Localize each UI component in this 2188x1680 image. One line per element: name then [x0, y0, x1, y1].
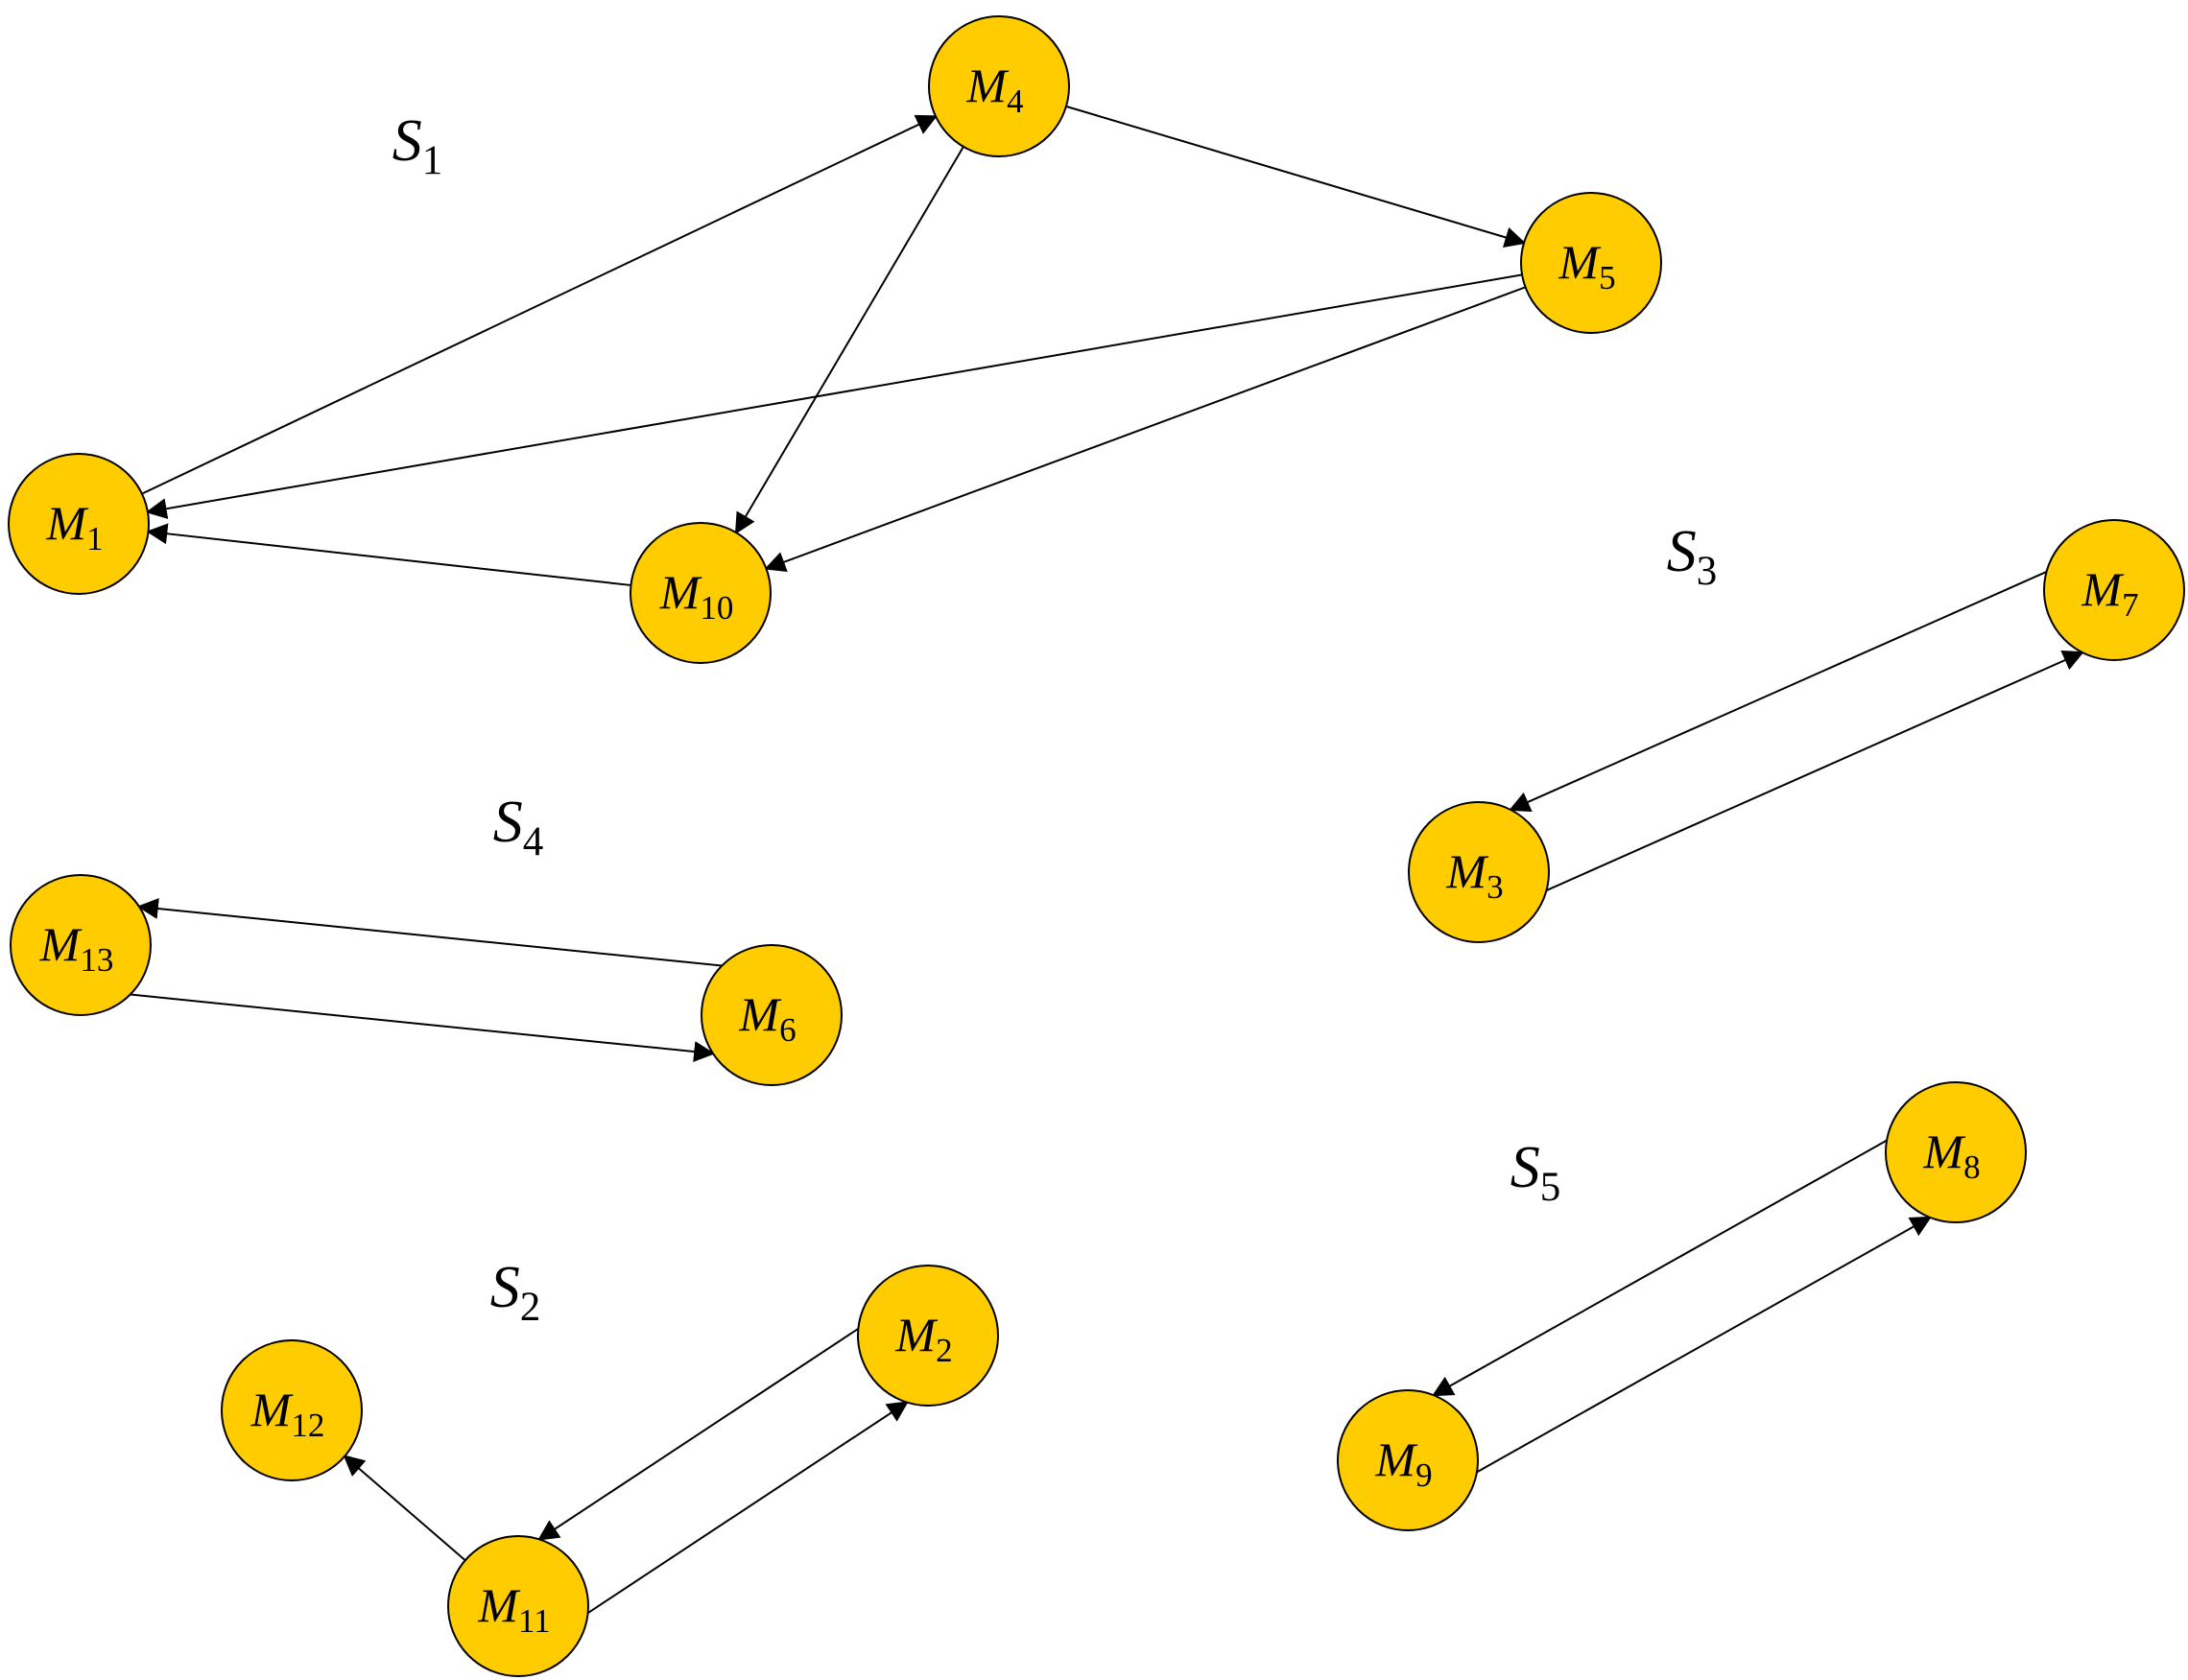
group-label-s3: S3 [1667, 519, 1718, 594]
edge-m1-to-m4 [141, 114, 939, 495]
group-label-s1-main: S [392, 108, 422, 174]
node-m10: M10 [630, 522, 772, 664]
node-circle-m3 [1408, 801, 1550, 943]
node-label-m1-sub: 1 [86, 520, 104, 557]
node-label-m13: M13 [39, 917, 114, 979]
node-label-m12-sub: 12 [291, 1407, 324, 1444]
group-label-s3-main: S [1667, 519, 1697, 584]
node-m1: M1 [8, 453, 150, 595]
group-label-s2-main: S [490, 1255, 520, 1320]
node-label-m6-sub: 6 [779, 1011, 797, 1049]
node-label-m13-sub: 13 [80, 941, 113, 979]
node-label-m13-main: M [39, 917, 83, 971]
node-m8: M8 [1885, 1081, 2027, 1223]
node-label-m12-main: M [250, 1383, 294, 1436]
node-label-m11-main: M [477, 1578, 520, 1632]
group-label-s4: S4 [493, 790, 544, 864]
node-label-m7-sub: 7 [2122, 586, 2139, 624]
group-label-s4-sub: 4 [523, 819, 544, 864]
node-label-m5-main: M [1558, 235, 1601, 289]
node-label-m7: M7 [2081, 562, 2138, 624]
node-label-m12: M12 [250, 1383, 325, 1444]
group-label-s2: S2 [490, 1255, 541, 1330]
node-circle-m2 [857, 1265, 999, 1407]
node-circle-m8 [1885, 1081, 2027, 1223]
node-label-m10-main: M [659, 565, 702, 619]
group-label-s5: S5 [1510, 1135, 1561, 1210]
node-circle-m10 [630, 522, 772, 664]
node-label-m2-main: M [894, 1308, 938, 1361]
group-label-s4-main: S [493, 790, 523, 855]
node-circle-m5 [1520, 192, 1662, 334]
node-m6: M6 [701, 944, 843, 1086]
edge-m5-to-m1 [145, 273, 1523, 520]
node-m2: M2 [857, 1265, 999, 1407]
node-label-m4-sub: 4 [1007, 83, 1024, 120]
node-label-m8-main: M [1922, 1124, 1965, 1178]
node-label-m9: M9 [1374, 1432, 1432, 1494]
edge-m6-to-m13 [136, 898, 723, 967]
node-label-m5-sub: 5 [1599, 259, 1616, 296]
node-circle-m13 [10, 874, 152, 1016]
edge-m4-to-m10 [734, 146, 964, 534]
group-label-s3-sub: 3 [1697, 549, 1718, 594]
edge-m3-to-m7 [1546, 651, 2084, 891]
group-label-s5-sub: 5 [1540, 1165, 1561, 1210]
node-m13: M13 [10, 874, 152, 1016]
node-circle-m1 [8, 453, 150, 595]
node-label-m3-main: M [1445, 844, 1488, 898]
edges-layer [130, 105, 2084, 1614]
node-label-m6: M6 [738, 987, 796, 1049]
edge-m8-to-m9 [1431, 1139, 1888, 1397]
node-label-m1-main: M [45, 496, 88, 550]
node-label-m3-sub: 3 [1486, 868, 1504, 906]
group-label-s1: S1 [392, 108, 443, 183]
node-m9: M9 [1337, 1389, 1479, 1531]
edge-m13-to-m6 [130, 993, 716, 1062]
node-label-m1: M1 [45, 496, 103, 557]
node-label-m10: M10 [659, 565, 734, 627]
node-label-m10-sub: 10 [700, 589, 733, 627]
group-label-s1-sub: 1 [422, 138, 443, 183]
node-label-m2: M2 [894, 1308, 952, 1369]
node-label-m11: M11 [477, 1578, 550, 1640]
node-m4: M4 [928, 15, 1070, 157]
node-label-m11-sub: 11 [518, 1602, 551, 1640]
edge-m2-to-m11 [537, 1328, 859, 1541]
node-label-m4: M4 [965, 59, 1023, 120]
node-circle-m4 [928, 15, 1070, 157]
edge-m5-to-m10 [764, 286, 1526, 573]
edge-m11-to-m2 [587, 1401, 909, 1614]
node-circle-m9 [1337, 1389, 1479, 1531]
node-m5: M5 [1520, 192, 1662, 334]
node-label-m9-main: M [1374, 1432, 1417, 1486]
node-label-m8-sub: 8 [1963, 1148, 1981, 1186]
edge-m9-to-m8 [1476, 1216, 1933, 1474]
node-label-m8: M8 [1922, 1124, 1980, 1186]
node-label-m5: M5 [1558, 235, 1615, 296]
node-label-m9-sub: 9 [1415, 1456, 1433, 1494]
edge-m7-to-m3 [1509, 571, 2047, 812]
node-m11: M11 [447, 1535, 589, 1677]
edge-m10-to-m1 [146, 523, 631, 586]
node-circle-m6 [701, 944, 843, 1086]
group-label-s2-sub: 2 [520, 1285, 541, 1330]
group-label-s5-main: S [1510, 1135, 1540, 1200]
node-circle-m7 [2043, 519, 2185, 661]
node-label-m2-sub: 2 [936, 1332, 953, 1369]
node-label-m7-main: M [2081, 562, 2124, 616]
edge-m4-to-m5 [1065, 105, 1527, 248]
node-circle-m12 [221, 1339, 363, 1481]
node-label-m3: M3 [1445, 844, 1503, 906]
node-label-m6-main: M [738, 987, 781, 1041]
node-m7: M7 [2043, 519, 2185, 661]
node-m12: M12 [221, 1339, 363, 1481]
node-m3: M3 [1408, 801, 1550, 943]
node-circle-m11 [447, 1535, 589, 1677]
edge-m11-to-m12 [343, 1455, 466, 1562]
node-label-m4-main: M [965, 59, 1009, 112]
